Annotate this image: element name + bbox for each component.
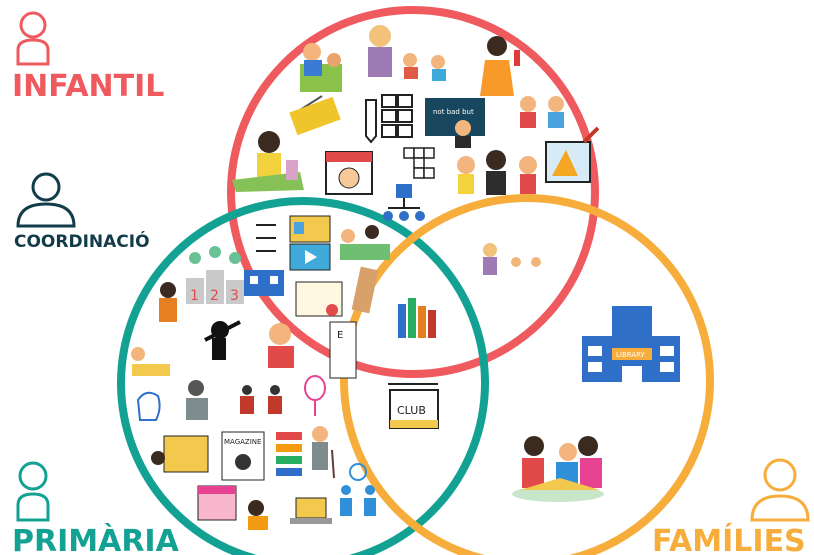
svg-text:E: E: [337, 330, 343, 341]
small-library-icon: [244, 270, 284, 296]
debate-podiums-icon: [240, 385, 282, 414]
kids-at-desk-illustration: [300, 43, 342, 92]
id-card-icon: [289, 215, 331, 243]
diploma-icon: [295, 281, 343, 317]
notes-board-illustration: [151, 435, 209, 473]
primaria-label: PRIMÀRIA: [12, 523, 180, 555]
classroom-board-illustration: not bad but: [425, 98, 485, 148]
club-sign-icon: CLUB: [388, 383, 439, 429]
magazine-icon: MAGAZINE: [221, 431, 265, 481]
svg-text:LIBRARY: LIBRARY: [616, 351, 646, 359]
books-stack-icon: [398, 298, 436, 338]
child-on-floor-illustration: [248, 500, 268, 530]
microphone-icon: [304, 375, 326, 416]
color-list-icon: [276, 432, 302, 476]
pop-up-book-illustration: [232, 131, 304, 192]
crossword-icon: [403, 147, 435, 179]
svg-text:1: 1: [190, 288, 199, 304]
boy-lying-reading-illustration: [131, 347, 170, 376]
primaria-person-icon: [16, 461, 50, 522]
teacher-illustration: [480, 36, 520, 96]
infantil-circle: [227, 6, 599, 378]
storyteller-small-illustration: [483, 243, 541, 275]
library-building-icon: LIBRARY: [582, 306, 680, 382]
svg-text:MAGAZINE: MAGAZINE: [224, 438, 261, 446]
speaking-head-icon: [136, 391, 161, 421]
timed-teamwork-icon: [340, 463, 376, 516]
podium-123-icon: 1 2 3: [186, 246, 244, 304]
family-reading-illustration: [512, 436, 604, 502]
writer-illustration: [268, 323, 294, 368]
svg-text:2: 2: [210, 288, 219, 304]
children-group-illustration: [457, 150, 537, 195]
svg-text:not bad but: not bad but: [433, 108, 474, 116]
coloring-picture-icon: [545, 126, 600, 183]
hanging-sign-illustration: [289, 95, 341, 136]
kids-sharing-illustration: [520, 96, 564, 128]
infantil-label: INFANTIL: [12, 69, 164, 104]
girl-reading-illustration: [159, 282, 177, 322]
storyteller-illustration: [368, 25, 446, 81]
calendar-baby-icon: [325, 151, 373, 195]
reader-with-book-illustration: [186, 380, 208, 420]
number-grid-illustration: [365, 94, 413, 144]
mime-figure-icon: [204, 320, 241, 360]
families-circle: [340, 194, 714, 555]
tag-label-icon: [351, 266, 379, 314]
checklist-icon: [256, 224, 276, 252]
eye-chart-icon: E: [329, 321, 357, 379]
org-chart-icon: [383, 184, 425, 221]
svg-text:3: 3: [230, 288, 239, 304]
video-screen-icon: [289, 243, 331, 271]
grandfather-illustration: [312, 426, 335, 479]
calendar-pink-icon: [197, 485, 237, 521]
families-person-icon: [750, 458, 810, 522]
laptop-icon: [290, 497, 332, 524]
coordinacio-label: COORDINACIÓ: [14, 230, 150, 252]
coordinacio-person-icon: [16, 172, 76, 228]
primaria-circle: [117, 197, 489, 555]
families-label: FAMÍLIES: [652, 523, 806, 555]
students-reading-illustration: [340, 225, 390, 260]
svg-text:CLUB: CLUB: [397, 404, 426, 417]
infantil-person-icon: [16, 11, 50, 66]
